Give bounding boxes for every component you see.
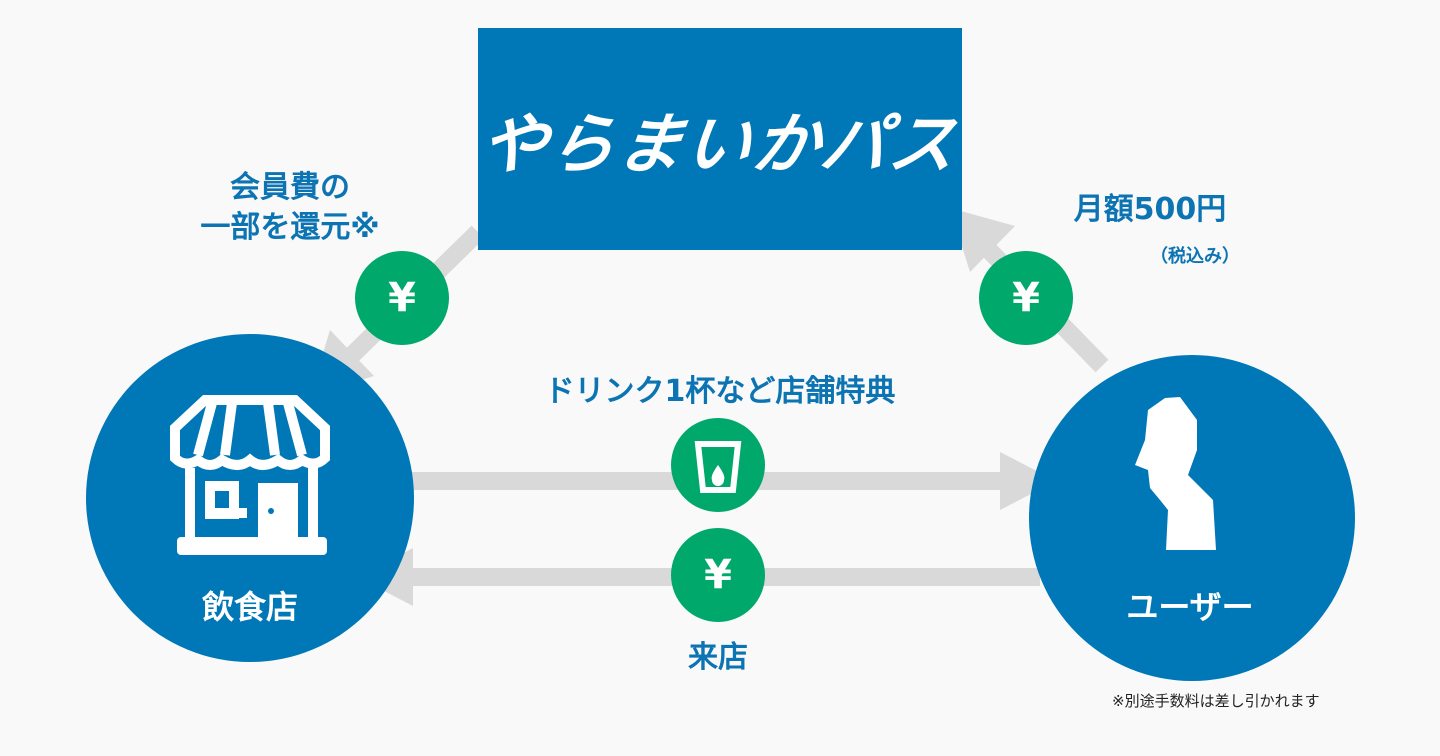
cup-badge bbox=[671, 418, 765, 512]
yen-icon-rebate: ¥ bbox=[355, 251, 449, 345]
visit-label: 来店 bbox=[688, 640, 748, 675]
logo-text: やらまいかパス bbox=[475, 105, 963, 183]
rebate-label-line1: 会員費の bbox=[230, 170, 350, 205]
fee-label: 月額500円 bbox=[1073, 192, 1227, 227]
restaurant-label: 飲食店 bbox=[201, 588, 298, 626]
user-label: ユーザー bbox=[1126, 588, 1254, 626]
yen-icon-visit: ¥ bbox=[671, 528, 765, 622]
rebate-label-line2: 一部を還元※ bbox=[200, 210, 380, 245]
restaurant-circle bbox=[86, 334, 414, 662]
user-icon bbox=[1135, 397, 1216, 550]
footnote: ※別途手数料は差し引かれます bbox=[1112, 692, 1320, 710]
cup-icon bbox=[694, 441, 742, 493]
yaramaika-pass-logo: やらまいかパス bbox=[475, 28, 963, 250]
store-icon bbox=[170, 395, 330, 555]
yen-icon-fee: ¥ bbox=[979, 251, 1073, 345]
benefit-label: ドリンク1杯など店舗特典 bbox=[544, 374, 896, 409]
fee-note: （税込み） bbox=[1150, 246, 1240, 267]
rebate-label: 会員費の 一部を還元※ bbox=[160, 168, 420, 248]
